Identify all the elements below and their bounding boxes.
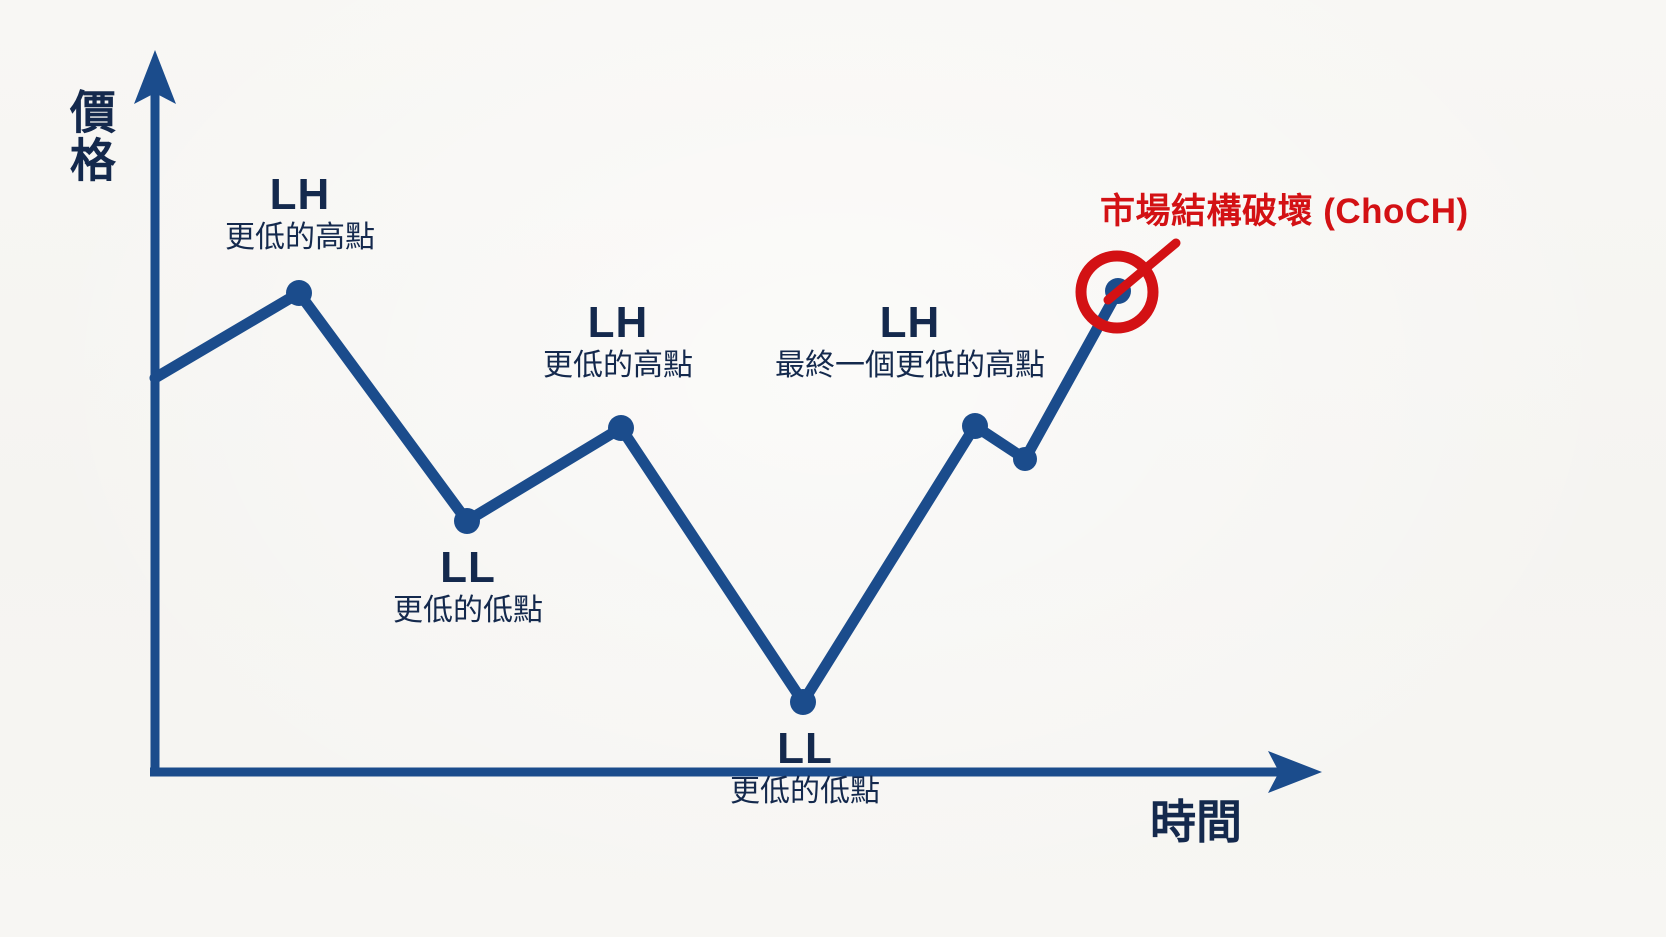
marker-ll-1 (454, 508, 480, 534)
label-ll-2-code: LL (777, 724, 833, 773)
marker-ll-2 (790, 689, 816, 715)
choch-leader-line (1103, 238, 1181, 305)
x-axis-title: 時間 (1150, 796, 1242, 848)
label-lh-2: LH 更低的高點 (508, 298, 728, 383)
x-axis (150, 751, 1322, 793)
label-lh-3: LH 最終一個更低的高點 (760, 298, 1060, 383)
label-ll-1: LL 更低的低點 (358, 543, 578, 628)
label-lh-3-desc: 最終一個更低的高點 (775, 349, 1045, 383)
label-ll-2: LL 更低的低點 (700, 724, 910, 809)
y-axis-title: 價格 (63, 88, 116, 184)
label-lh-3-code: LH (879, 298, 941, 347)
marker-pullback (1013, 447, 1037, 471)
choch-circle-icon (1075, 250, 1159, 334)
y-axis-arrowhead (134, 50, 176, 104)
marker-lh-2 (608, 415, 634, 441)
choch-annotation-label: 市場結構破壞 (ChoCH) (1100, 192, 1469, 231)
label-lh-2-desc: 更低的高點 (543, 349, 693, 383)
marker-lh-1 (286, 280, 312, 306)
label-ll-1-desc: 更低的低點 (393, 594, 543, 628)
marker-lh-3 (962, 413, 988, 439)
label-lh-1-code: LH (269, 170, 331, 219)
x-axis-arrowhead (1268, 751, 1322, 793)
label-lh-2-code: LH (587, 298, 649, 347)
label-lh-1: LH 更低的高點 (190, 170, 410, 255)
label-ll-2-desc: 更低的低點 (730, 775, 880, 809)
choch-highlight (1075, 238, 1181, 334)
y-axis (134, 50, 176, 772)
label-ll-1-code: LL (440, 543, 496, 592)
label-lh-1-desc: 更低的高點 (225, 221, 375, 255)
